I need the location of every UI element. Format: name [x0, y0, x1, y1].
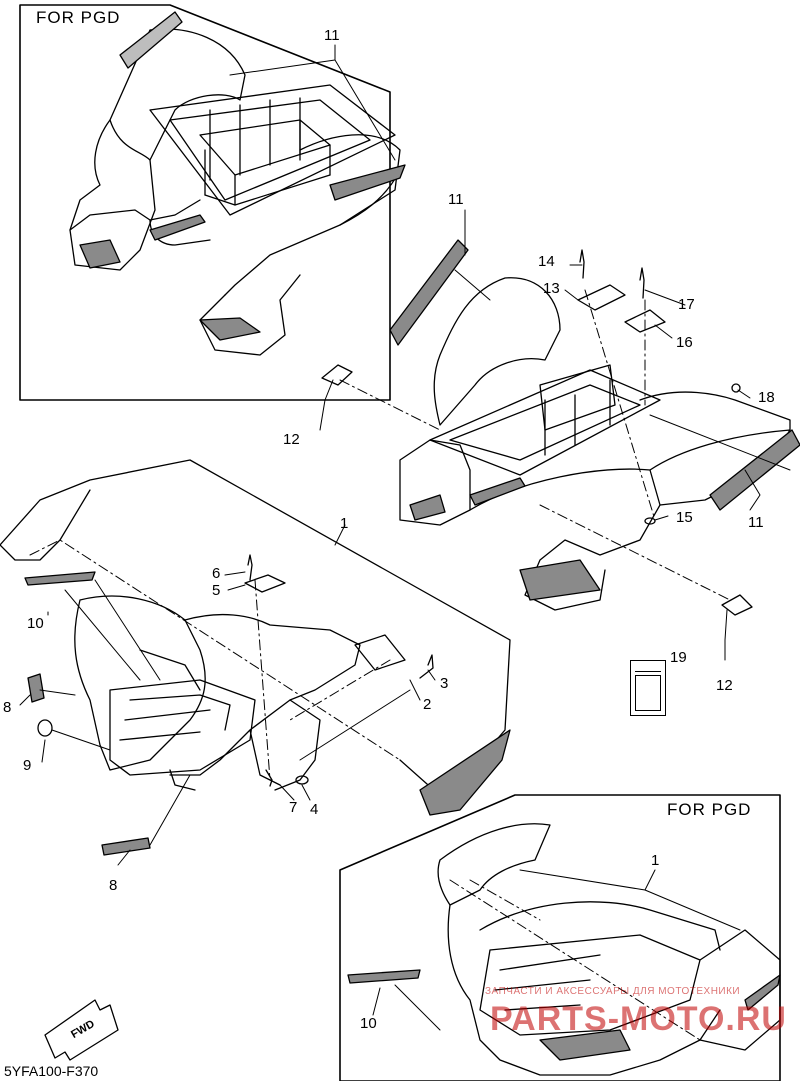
callout-9: 9: [23, 757, 32, 774]
callout-11: 11: [748, 514, 764, 531]
inset-label-top-left: FOR PGD: [36, 8, 121, 27]
callout-2: 2: [423, 696, 432, 713]
top-left-inset-frame: [19, 4, 391, 401]
middle-right-fender-drawing: [319, 209, 800, 661]
callout-11: 11: [448, 191, 464, 208]
watermark-tagline: ЗАПЧАСТИ И АКСЕССУАРЫ ДЛЯ МОТОТЕХНИКИ: [485, 986, 741, 997]
callout-6: 6: [212, 565, 221, 582]
callout-7: 7: [289, 799, 298, 816]
drawing-code: 5YFA100-F370: [4, 1063, 99, 1079]
callout-13: 13: [543, 280, 560, 297]
callout-1: 1: [651, 852, 660, 869]
callout-16: 16: [676, 334, 693, 351]
callout-19: 19: [670, 649, 687, 666]
callout-18: 18: [758, 389, 775, 406]
callout-17: 17: [678, 296, 695, 313]
callout-10: 10: [27, 615, 44, 632]
inset-label-bottom-right: FOR PGD: [667, 800, 752, 819]
callout-12: 12: [716, 677, 733, 694]
callout-4: 4: [310, 801, 319, 818]
fwd-arrow-icon: FWD: [44, 999, 119, 1061]
watermark-logo: PARTS-MOTO.RU: [490, 1000, 787, 1038]
label-tag-19: [630, 660, 666, 716]
callout-8: 8: [3, 699, 12, 716]
label-tag-top: [635, 665, 661, 672]
bottom-right-fender-drawing: [347, 823, 781, 1076]
callout-3: 3: [440, 675, 449, 692]
callout-8: 8: [109, 877, 118, 894]
callout-1: 1: [340, 515, 349, 532]
callout-5: 5: [212, 582, 221, 599]
callout-11: 11: [324, 27, 340, 44]
callout-14: 14: [538, 253, 555, 270]
label-tag-body: [635, 675, 661, 711]
front-fender-drawing: [0, 459, 511, 866]
callout-15: 15: [676, 509, 693, 526]
top-left-fender-drawing: [69, 11, 406, 356]
callout-10: 10: [360, 1015, 377, 1032]
callout-12: 12: [283, 431, 300, 448]
